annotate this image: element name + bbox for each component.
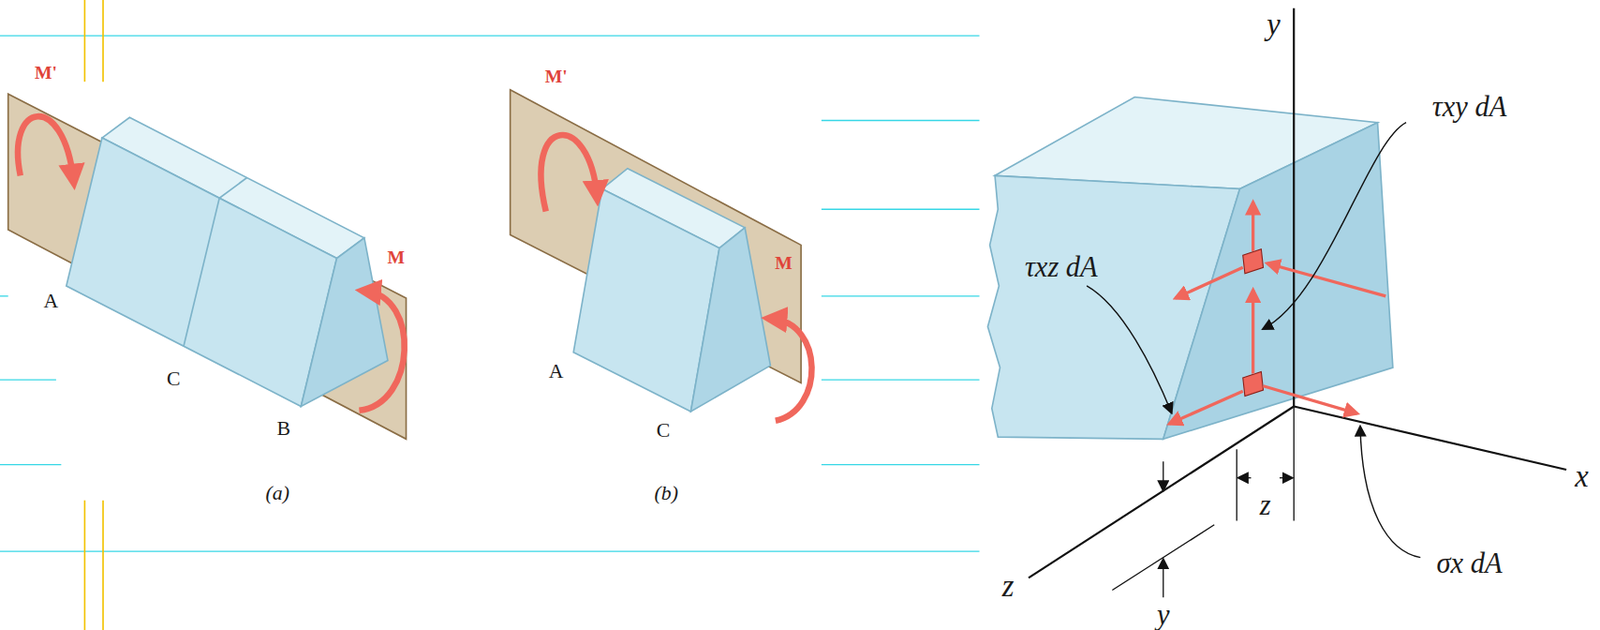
dimension-label: z — [1259, 490, 1272, 520]
point-label: C — [656, 420, 671, 442]
dimension-label: y — [1156, 600, 1171, 630]
panel-label: (a) — [266, 483, 290, 504]
force-label: σx dA — [1437, 548, 1503, 578]
point-label: B — [277, 418, 292, 440]
axis-label: z — [1002, 570, 1015, 602]
moment-label: M' — [34, 64, 58, 84]
panel-label: (b) — [654, 483, 679, 504]
point-label: A — [548, 361, 564, 383]
moment-label: M — [386, 248, 405, 267]
force-label: τxz dA — [1024, 252, 1098, 282]
moment-label: M — [774, 253, 793, 273]
point-label: A — [44, 292, 60, 313]
full-beam-figure — [8, 93, 407, 439]
axis-label: x — [1574, 459, 1589, 491]
margin-lines — [84, 0, 104, 630]
axis-label: y — [1266, 9, 1281, 41]
ruled-lines — [0, 35, 980, 551]
stress-element-figure — [987, 8, 1567, 597]
point-label: C — [166, 369, 181, 390]
force-label: τxy dA — [1432, 92, 1508, 122]
half-beam-figure — [510, 89, 813, 421]
moment-label: M' — [545, 67, 568, 87]
